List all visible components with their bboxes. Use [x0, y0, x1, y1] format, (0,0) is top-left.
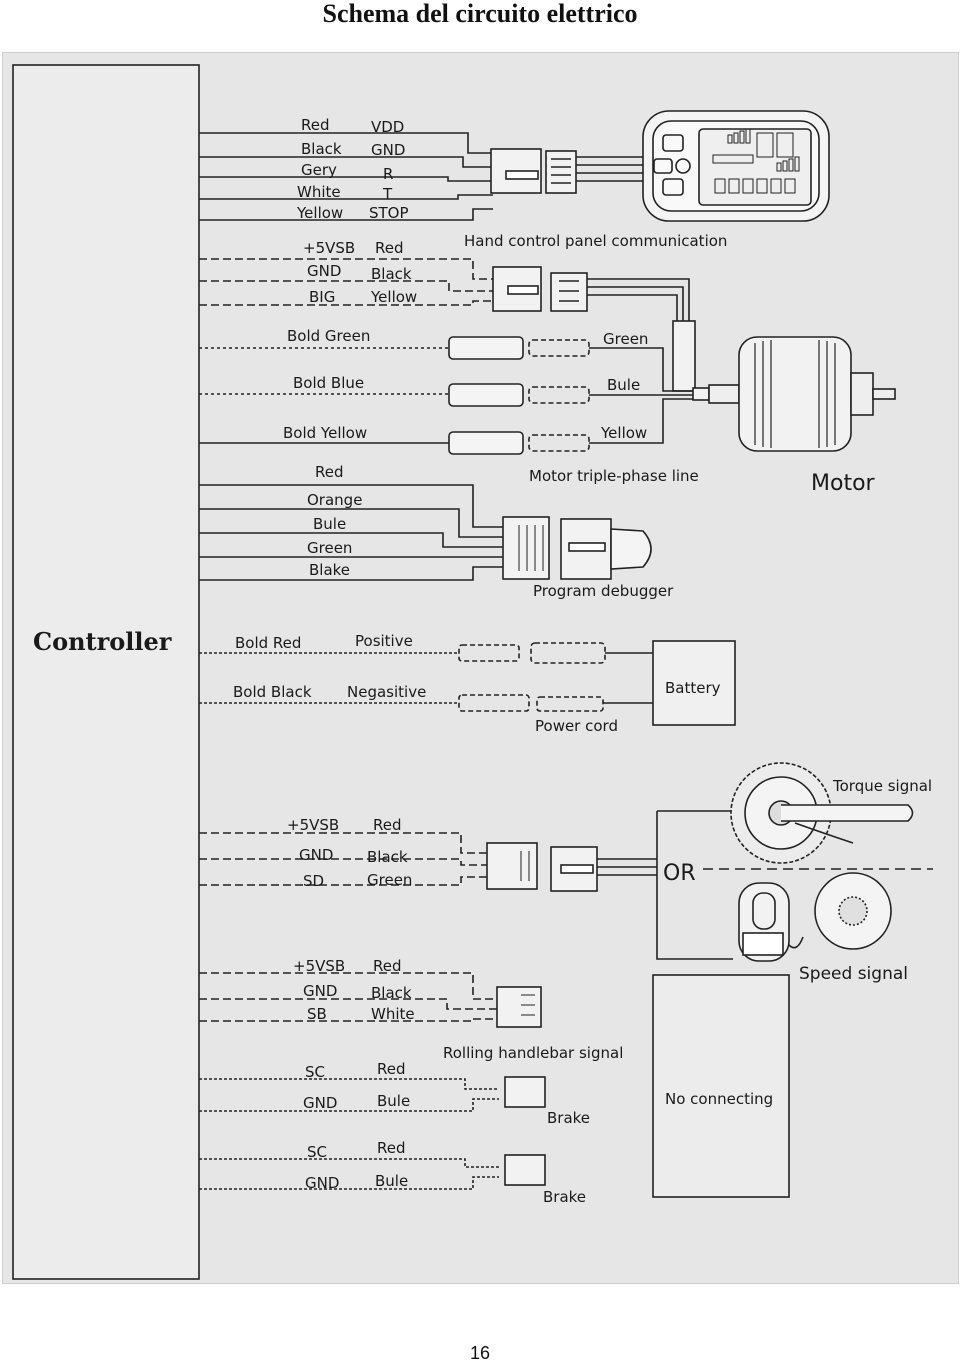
display-left-label: Red	[301, 116, 330, 134]
hand-connector-female	[550, 272, 588, 312]
display-connector-female	[545, 150, 577, 194]
hand-left-label: BIG	[309, 288, 335, 306]
speed-signal-label: Speed signal	[799, 964, 908, 984]
battery-box	[652, 640, 736, 726]
hand-left-label: +5VSB	[303, 239, 355, 257]
handlebar-right-label: Red	[373, 957, 402, 975]
controller-box	[12, 64, 200, 1280]
motor-label: Motor	[811, 471, 876, 496]
battery-label: Battery	[665, 679, 721, 697]
handlebar-caption: Rolling handlebar signal	[443, 1044, 623, 1062]
phase-controller-label: Bold Blue	[293, 374, 364, 392]
display-left-label: Black	[301, 140, 342, 158]
brake2-right-label: Red	[377, 1139, 406, 1157]
handlebar-left-label: +5VSB	[293, 957, 345, 975]
motor-hub	[738, 336, 852, 452]
display-left-label: White	[297, 183, 341, 201]
phase-controller-label: Bold Green	[287, 327, 370, 345]
brake2-caption: Brake	[543, 1188, 586, 1206]
phase-motor-label: Yellow	[600, 424, 647, 442]
phase-motor-label: Bule	[607, 376, 640, 394]
motor-cable-sleeve	[672, 320, 696, 392]
display-left-label: Gery	[301, 161, 337, 179]
no-connecting-label: No connecting	[665, 1090, 773, 1108]
controller-label: Controller	[33, 627, 172, 656]
brake-connector-1	[504, 1076, 546, 1108]
page-number: 16	[469, 1343, 491, 1363]
debug-label: Orange	[307, 491, 362, 509]
power-right-label: Positive	[355, 632, 413, 650]
sensor-right-label: Green	[367, 871, 412, 889]
handlebar-left-label: SB	[307, 1005, 327, 1023]
wiring-diagram: Controller Red Black Gery White Yellow V…	[12, 64, 933, 1280]
hand-left-label: GND	[307, 262, 341, 280]
brake1-right-label: Bule	[377, 1092, 410, 1110]
page-title: Schema del circuito elettrico	[322, 0, 638, 28]
torque-signal-label: Torque signal	[832, 777, 932, 795]
phase-controller-label: Bold Yellow	[283, 424, 367, 442]
brake1-left-label: SC	[305, 1063, 325, 1081]
sensor-left-label: +5VSB	[287, 816, 339, 834]
phase-motor-label: Green	[603, 330, 648, 348]
hand-right-label: Black	[371, 265, 412, 283]
display-right-label: R	[383, 165, 393, 183]
display-left-label: Yellow	[296, 204, 343, 222]
debug-label: Red	[315, 463, 344, 481]
power-right-label: Negasitive	[347, 683, 426, 701]
power-left-label: Bold Black	[233, 683, 312, 701]
display-right-label: VDD	[371, 118, 404, 136]
sensor-right-label: Red	[373, 816, 402, 834]
brake1-caption: Brake	[547, 1109, 590, 1127]
debug-label: Bule	[313, 515, 346, 533]
debug-connector	[502, 516, 550, 580]
brake2-right-label: Bule	[375, 1172, 408, 1190]
hand-right-label: Red	[375, 239, 404, 257]
phase-caption: Motor triple-phase line	[529, 467, 699, 485]
diagram-panel: Controller Red Black Gery White Yellow V…	[2, 52, 959, 1284]
power-left-label: Bold Red	[235, 634, 301, 652]
display-right-label: STOP	[369, 204, 409, 222]
brake2-left-label: SC	[307, 1143, 327, 1161]
sensor-left-label: SD	[303, 872, 324, 890]
debug-label: Green	[307, 539, 352, 557]
sensor-right-label: Black	[367, 848, 408, 866]
brake-connector-2	[504, 1154, 546, 1186]
debug-caption: Program debugger	[533, 582, 674, 600]
hand-caption: Hand control panel communication	[464, 232, 727, 250]
display-right-label: T	[382, 185, 393, 203]
or-label: OR	[663, 861, 696, 886]
debug-label: Blake	[309, 561, 350, 579]
handlebar-connector	[496, 986, 542, 1028]
brake2-left-label: GND	[305, 1174, 339, 1192]
power-caption: Power cord	[535, 717, 618, 735]
hand-right-label: Yellow	[370, 288, 417, 306]
handlebar-right-label: Black	[371, 984, 412, 1002]
display-right-label: GND	[371, 141, 405, 159]
handlebar-right-label: White	[371, 1005, 415, 1023]
brake1-left-label: GND	[303, 1094, 337, 1112]
brake1-right-label: Red	[377, 1060, 406, 1078]
no-connecting-box	[652, 974, 790, 1198]
handlebar-left-label: GND	[303, 982, 337, 1000]
sensor-left-label: GND	[299, 846, 333, 864]
